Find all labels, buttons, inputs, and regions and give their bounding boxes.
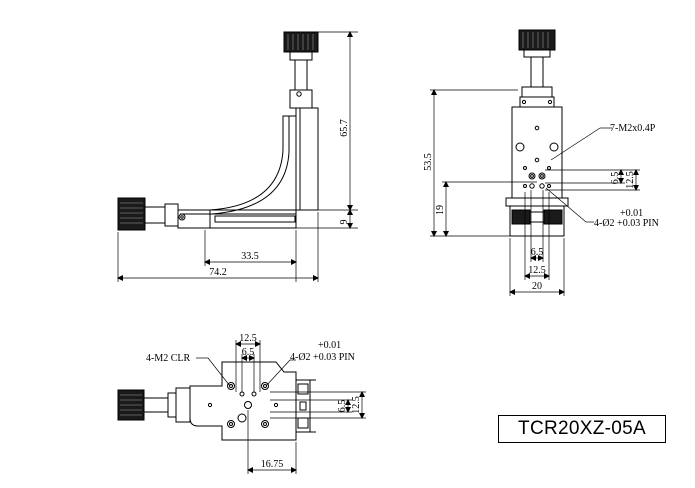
front-dim-base: 9 bbox=[339, 220, 350, 225]
top-dimensions bbox=[196, 340, 366, 474]
top-note-tol: +0.01 bbox=[318, 340, 341, 351]
top-view bbox=[117, 361, 316, 441]
side-body bbox=[511, 106, 563, 199]
side-dim-pitch-v1: 6.5 bbox=[610, 172, 621, 185]
side-dim-pitch-v2: 12.5 bbox=[625, 171, 636, 189]
top-note-clr: 4-M2 CLR bbox=[146, 353, 191, 364]
side-dim-hole-height: 19 bbox=[435, 205, 446, 215]
side-base bbox=[509, 205, 565, 237]
side-note-tol: +0.01 bbox=[620, 208, 643, 219]
top-dim-pitch-v2: 12.5 bbox=[351, 396, 362, 414]
side-view bbox=[505, 29, 569, 237]
front-dim-width-inner: 33.5 bbox=[241, 251, 259, 262]
top-dim-pitch-v1: 6.5 bbox=[337, 400, 348, 413]
front-bracket bbox=[209, 115, 296, 211]
top-dim-pitch-h2: 12.5 bbox=[239, 333, 257, 344]
side-dim-pitch-h2: 12.5 bbox=[528, 265, 546, 276]
side-note-pin: 4-Ø2 +0.03 PIN bbox=[594, 218, 659, 229]
side-top-knob bbox=[518, 29, 556, 51]
top-body bbox=[189, 361, 297, 441]
side-dim-pitch-h1: 6.5 bbox=[531, 247, 544, 258]
side-dim-width: 20 bbox=[532, 281, 542, 292]
front-view bbox=[117, 31, 319, 231]
front-base bbox=[177, 209, 297, 229]
side-dim-height: 53.5 bbox=[423, 153, 434, 171]
top-dim-offset: 16.75 bbox=[261, 459, 284, 470]
front-dim-width-total: 74.2 bbox=[209, 267, 227, 278]
side-dimensions bbox=[430, 89, 640, 296]
top-note-pin: 4-Ø2 +0.03 PIN bbox=[290, 352, 355, 363]
top-dim-pitch-h1: 6.5 bbox=[242, 347, 255, 358]
model-number-label: TCR20XZ-05A bbox=[498, 415, 666, 443]
front-dim-height: 65.7 bbox=[339, 119, 350, 137]
front-dimensions bbox=[117, 31, 358, 282]
side-note-tap: 7-M2x0.4P bbox=[610, 123, 656, 134]
front-vertical-carriage bbox=[295, 107, 319, 211]
